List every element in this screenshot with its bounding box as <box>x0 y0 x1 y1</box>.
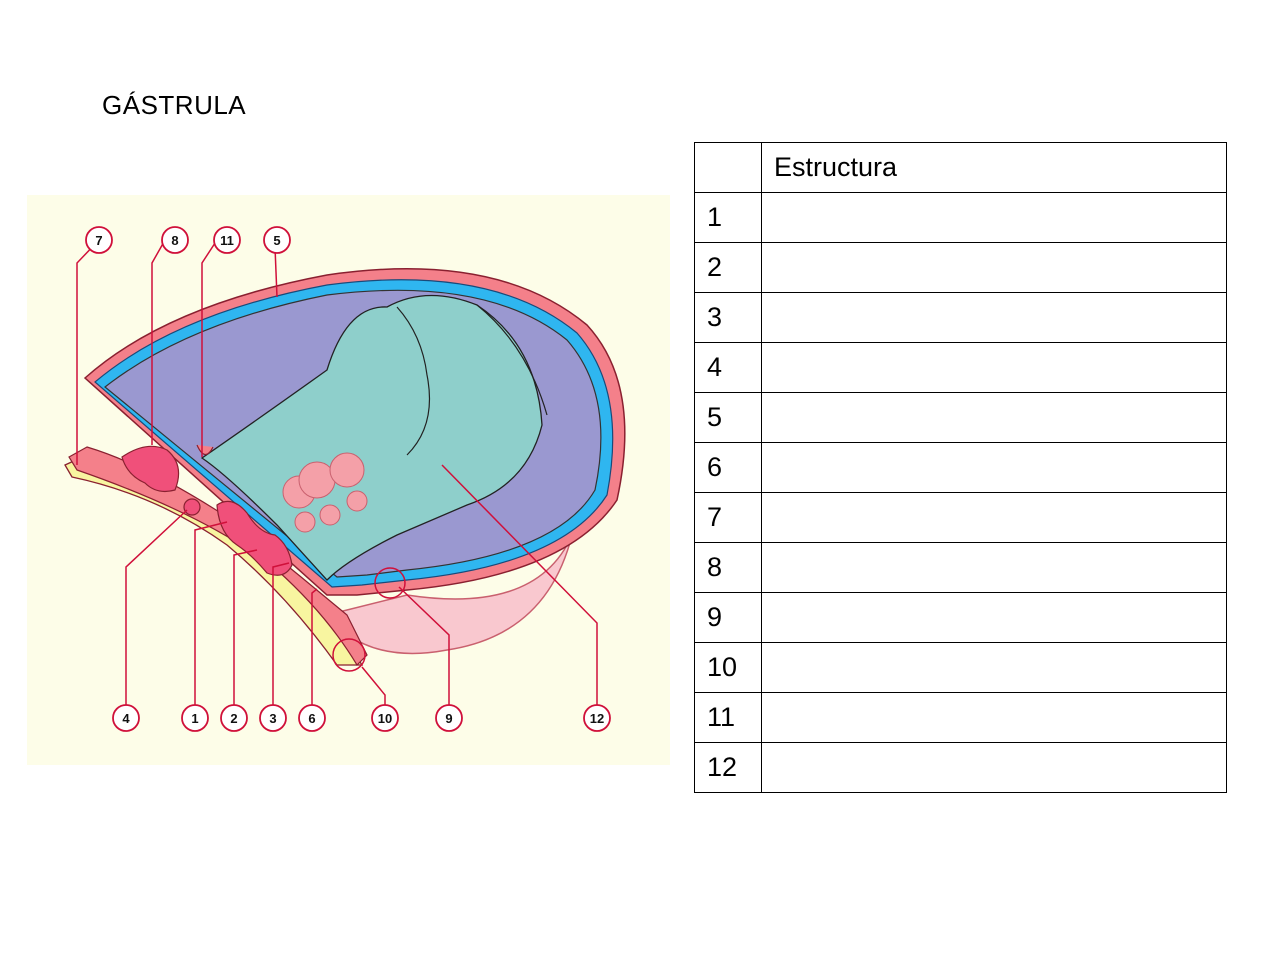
row-number: 11 <box>694 692 762 743</box>
primitive-groove <box>196 444 214 456</box>
row-structure-cell[interactable] <box>761 192 1227 243</box>
row-structure-cell[interactable] <box>761 342 1227 393</box>
table-row: 7 <box>694 492 1227 543</box>
row-structure-cell[interactable] <box>761 642 1227 693</box>
endoderm <box>200 294 543 581</box>
table-row: 1 <box>694 192 1227 243</box>
table-row: 3 <box>694 292 1227 343</box>
row-structure-cell[interactable] <box>761 492 1227 543</box>
svg-text:11: 11 <box>220 233 234 248</box>
table-row: 4 <box>694 342 1227 393</box>
row-structure-cell[interactable] <box>761 292 1227 343</box>
yolk-cell <box>298 461 336 499</box>
diagram-label-4: 4 <box>112 704 140 732</box>
highlight-circle-9 <box>374 567 406 599</box>
row-number: 7 <box>694 492 762 543</box>
diagram-label-6: 6 <box>298 704 326 732</box>
table-row: 6 <box>694 442 1227 493</box>
table-row: 10 <box>694 642 1227 693</box>
svg-text:5: 5 <box>273 233 280 248</box>
table-row: 8 <box>694 542 1227 593</box>
yolk-cell <box>294 511 316 533</box>
row-number: 4 <box>694 342 762 393</box>
diagram-label-12: 12 <box>583 704 611 732</box>
diagram-label-5: 5 <box>263 226 291 254</box>
table-header-row: Estructura <box>694 142 1227 193</box>
yolk-cell <box>346 490 368 512</box>
row-structure-cell[interactable] <box>761 242 1227 293</box>
diagram-label-11: 11 <box>213 226 241 254</box>
structure-table: Estructura 1 2 3 4 5 6 7 8 9 10 11 12 <box>694 142 1227 793</box>
table-header-num <box>694 142 762 193</box>
gastrula-diagram: 7 8 11 5 4 1 2 3 6 10 9 12 <box>27 195 670 765</box>
endoderm-edge <box>476 304 548 416</box>
yolk-cell <box>319 504 341 526</box>
diagram-label-7: 7 <box>85 226 113 254</box>
yolk-sac <box>325 534 573 655</box>
neural-fold <box>121 445 180 493</box>
row-number: 8 <box>694 542 762 593</box>
row-number: 2 <box>694 242 762 293</box>
table-row: 11 <box>694 692 1227 743</box>
endoderm-fold <box>396 306 431 456</box>
row-number: 1 <box>694 192 762 243</box>
row-number: 10 <box>694 642 762 693</box>
diagram-labels: 7 8 11 5 4 1 2 3 6 10 9 12 <box>85 226 611 732</box>
notochord <box>216 500 293 576</box>
table-header-structure: Estructura <box>761 142 1227 193</box>
gastrula-svg: 7 8 11 5 4 1 2 3 6 10 9 12 <box>27 195 670 765</box>
svg-text:7: 7 <box>95 233 102 248</box>
svg-text:6: 6 <box>308 711 315 726</box>
diagram-label-9: 9 <box>435 704 463 732</box>
highlight-circle-10 <box>332 638 366 672</box>
table-row: 9 <box>694 592 1227 643</box>
table-row: 2 <box>694 242 1227 293</box>
svg-text:12: 12 <box>590 711 604 726</box>
row-number: 9 <box>694 592 762 643</box>
svg-text:9: 9 <box>445 711 452 726</box>
row-number: 5 <box>694 392 762 443</box>
svg-text:10: 10 <box>378 711 392 726</box>
row-structure-cell[interactable] <box>761 542 1227 593</box>
row-structure-cell[interactable] <box>761 442 1227 493</box>
table-row: 12 <box>694 742 1227 793</box>
svg-text:1: 1 <box>191 711 198 726</box>
diagram-label-2: 2 <box>220 704 248 732</box>
row-number: 6 <box>694 442 762 493</box>
row-structure-cell[interactable] <box>761 392 1227 443</box>
yolk-cell <box>329 452 365 488</box>
diagram-label-10: 10 <box>371 704 399 732</box>
row-number: 12 <box>694 742 762 793</box>
table-row: 5 <box>694 392 1227 443</box>
svg-text:8: 8 <box>171 233 178 248</box>
row-structure-cell[interactable] <box>761 592 1227 643</box>
ventral-ectoderm <box>68 446 368 666</box>
row-number: 3 <box>694 292 762 343</box>
svg-text:3: 3 <box>269 711 276 726</box>
diagram-label-1: 1 <box>181 704 209 732</box>
neural-tube <box>183 498 201 516</box>
page-title: GÁSTRULA <box>102 90 247 120</box>
leader-lines <box>76 239 598 705</box>
row-structure-cell[interactable] <box>761 692 1227 743</box>
row-structure-cell[interactable] <box>761 742 1227 793</box>
svg-text:2: 2 <box>230 711 237 726</box>
svg-text:4: 4 <box>122 711 130 726</box>
diagram-label-3: 3 <box>259 704 287 732</box>
diagram-label-8: 8 <box>161 226 189 254</box>
